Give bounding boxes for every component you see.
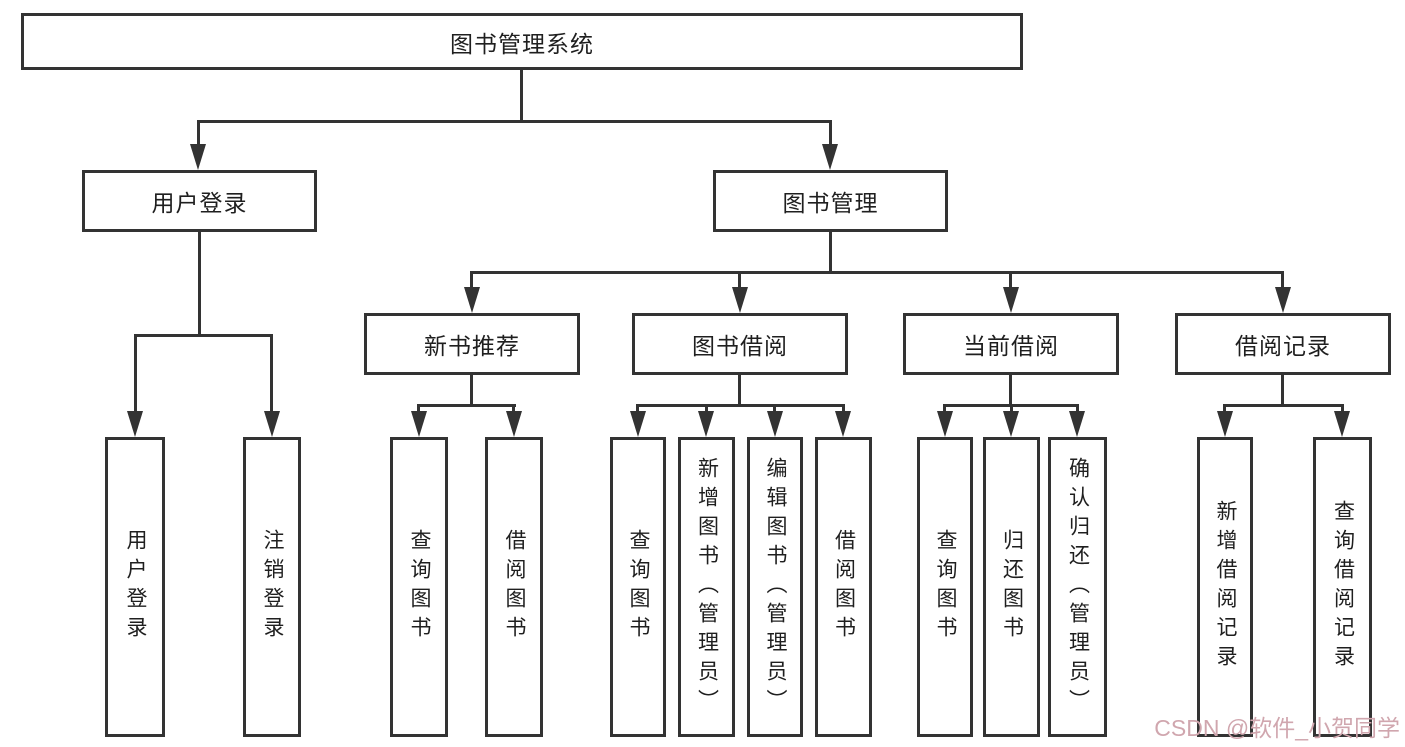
connector-line [829, 120, 832, 148]
arrowhead-down-icon [506, 411, 522, 437]
leaf-label: 查询借阅记录 [1331, 500, 1355, 674]
leaf-add-book-admin: 新增图书（管理员） [678, 437, 735, 737]
arrowhead-down-icon [835, 411, 851, 437]
connector-line [134, 334, 273, 337]
node-current-borrow: 当前借阅 [903, 313, 1119, 375]
arrowhead-down-icon [190, 144, 206, 170]
connector-line [1281, 375, 1284, 407]
node-user-login: 用户登录 [82, 170, 317, 232]
arrowhead-down-icon [630, 411, 646, 437]
connector-line [738, 271, 741, 291]
connector-line [198, 120, 832, 123]
node-borrow-records: 借阅记录 [1175, 313, 1391, 375]
leaf-label: 借阅图书 [503, 529, 526, 645]
arrowhead-down-icon [411, 411, 427, 437]
connector-line [943, 404, 946, 414]
connector-line [470, 271, 1284, 274]
connector-line [636, 404, 845, 407]
arrowhead-down-icon [698, 411, 714, 437]
connector-line [1009, 271, 1012, 291]
connector-line [636, 404, 639, 414]
arrowhead-down-icon [1003, 287, 1019, 313]
connector-line [1223, 404, 1226, 414]
leaf-borrow-books-newbook: 借阅图书 [485, 437, 543, 737]
leaf-add-borrow-record: 新增借阅记录 [1197, 437, 1253, 737]
leaf-user-login: 用户登录 [105, 437, 165, 737]
arrowhead-down-icon [937, 411, 953, 437]
connector-line [1010, 404, 1013, 414]
node-book-borrow: 图书借阅 [632, 313, 848, 375]
connector-line [1223, 404, 1344, 407]
connector-line [197, 120, 200, 148]
leaf-label: 查询图书 [934, 529, 957, 645]
arrowhead-down-icon [1334, 411, 1350, 437]
connector-line [198, 232, 201, 337]
node-new-book-recommend: 新书推荐 [364, 313, 580, 375]
connector-line [738, 375, 741, 407]
leaf-return-book: 归还图书 [983, 437, 1040, 737]
leaf-edit-book-admin: 编辑图书（管理员） [747, 437, 803, 737]
connector-line [1076, 404, 1079, 414]
leaf-label: 查询图书 [408, 529, 431, 645]
connector-line [418, 404, 516, 407]
arrowhead-down-icon [732, 287, 748, 313]
leaf-label: 用户登录 [124, 529, 147, 645]
arrowhead-down-icon [464, 287, 480, 313]
connector-line [512, 404, 515, 414]
leaf-label: 查询图书 [627, 529, 650, 645]
arrowhead-down-icon [767, 411, 783, 437]
leaf-query-borrow-record: 查询借阅记录 [1313, 437, 1372, 737]
leaf-label: 确认归还（管理员） [1066, 456, 1090, 718]
connector-line [1281, 271, 1284, 291]
arrowhead-down-icon [822, 144, 838, 170]
arrowhead-down-icon [1275, 287, 1291, 313]
watermark: CSDN @软件_小贺同学 [1154, 715, 1400, 741]
connector-line [470, 271, 473, 291]
node-root: 图书管理系统 [21, 13, 1023, 70]
connector-line [705, 404, 708, 414]
arrowhead-down-icon [1069, 411, 1085, 437]
leaf-label: 借阅图书 [832, 529, 856, 645]
leaf-confirm-return-admin: 确认归还（管理员） [1048, 437, 1107, 737]
connector-line [270, 334, 273, 415]
connector-line [520, 70, 523, 123]
leaf-query-books-current: 查询图书 [917, 437, 973, 737]
node-book-management: 图书管理 [713, 170, 948, 232]
arrowhead-down-icon [127, 411, 143, 437]
leaf-label: 注销登录 [261, 529, 284, 645]
leaf-label: 新增借阅记录 [1214, 500, 1237, 674]
arrowhead-down-icon [264, 411, 280, 437]
connector-line [417, 404, 420, 414]
arrowhead-down-icon [1217, 411, 1233, 437]
leaf-borrow-books-borrow: 借阅图书 [815, 437, 872, 737]
leaf-query-books-newbook: 查询图书 [390, 437, 448, 737]
leaf-logout: 注销登录 [243, 437, 301, 737]
leaf-label: 编辑图书（管理员） [764, 456, 787, 718]
leaf-label: 新增图书（管理员） [695, 456, 719, 718]
connector-line [470, 375, 473, 407]
leaf-label: 归还图书 [1000, 529, 1024, 645]
connector-line [1009, 375, 1012, 407]
connector-line [773, 404, 776, 414]
connector-line [842, 404, 845, 414]
connector-line [134, 334, 137, 415]
arrowhead-down-icon [1003, 411, 1019, 437]
connector-line [1341, 404, 1344, 414]
leaf-query-books-borrow: 查询图书 [610, 437, 666, 737]
connector-line [829, 232, 832, 274]
